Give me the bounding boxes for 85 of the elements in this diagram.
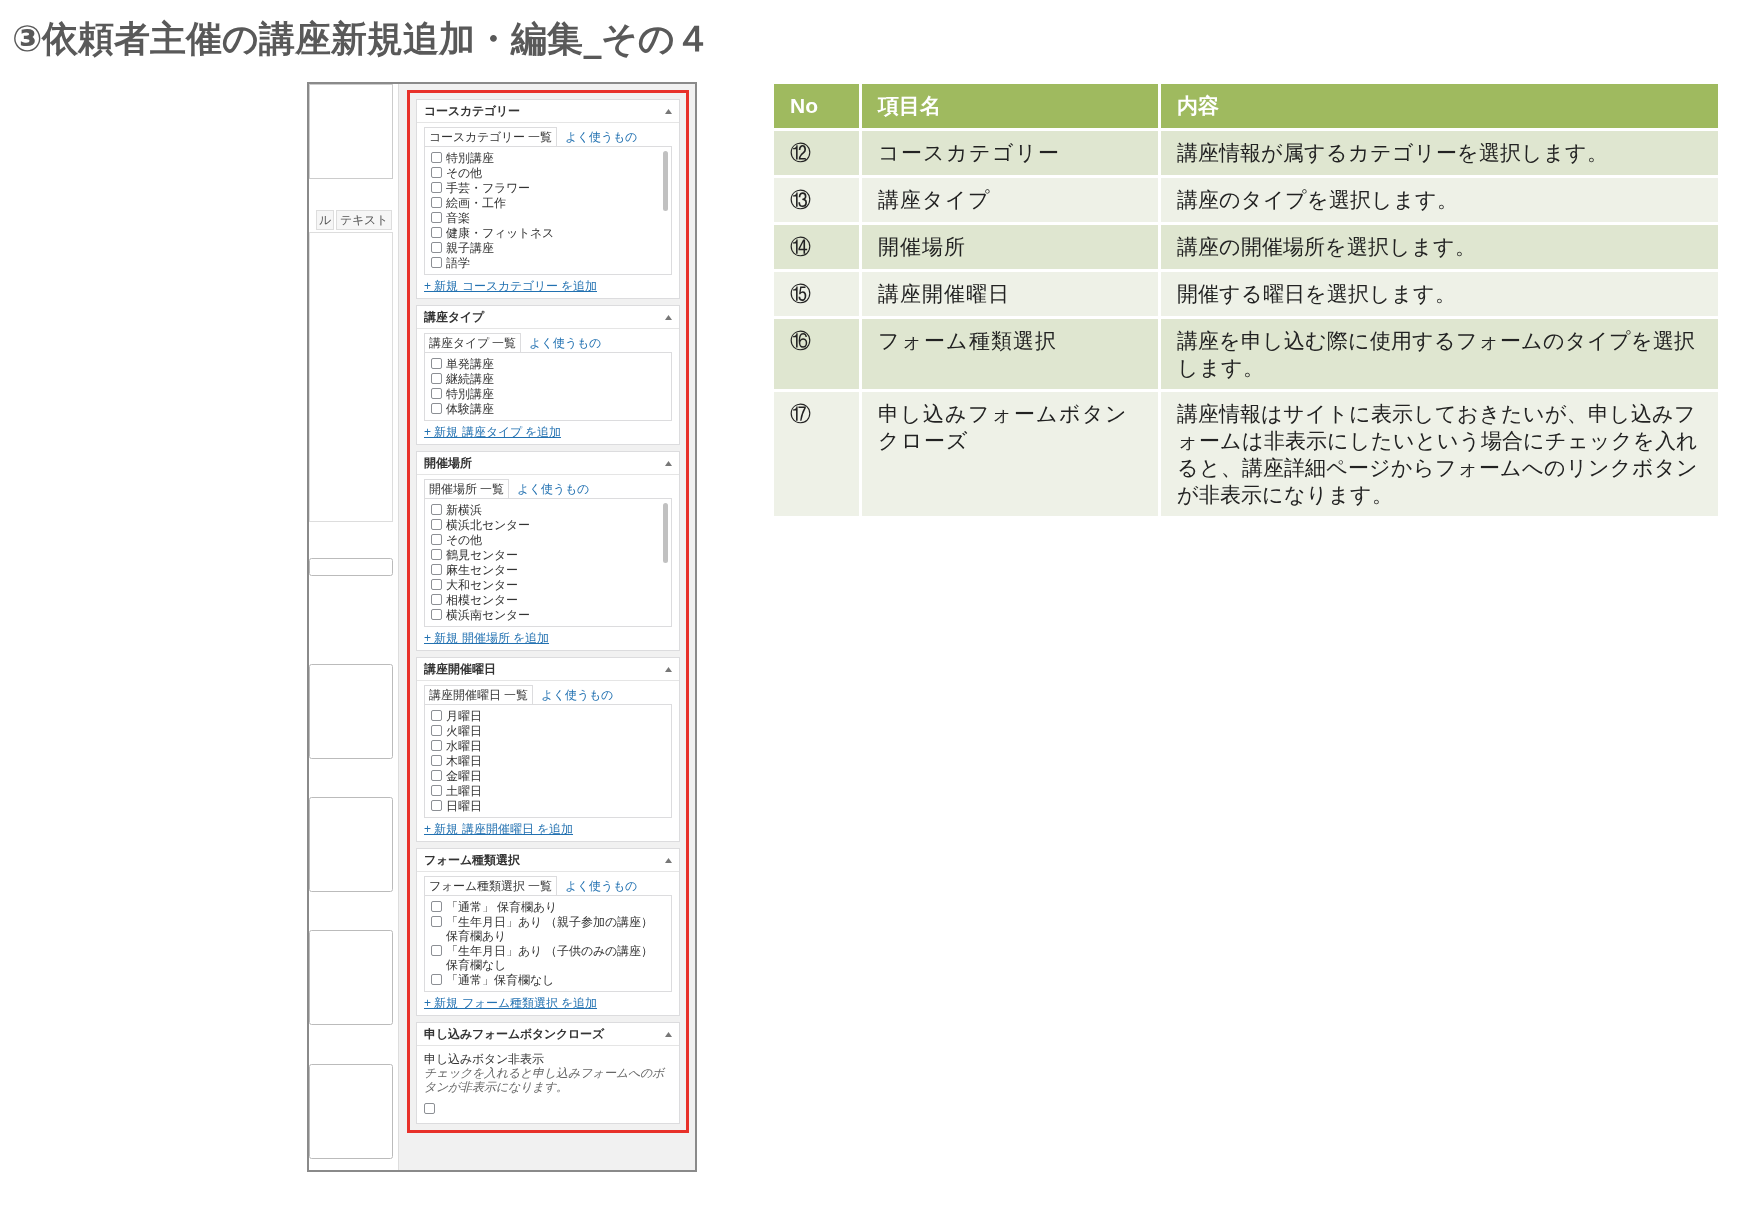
active-tab: 講座開催曜日 一覧 [424, 685, 534, 704]
table-cell: ⑰ [774, 392, 859, 516]
panel-heading: 申し込みフォームボタンクローズ [424, 1027, 604, 1041]
table-cell: ⑮ [774, 272, 859, 316]
meta-box-panel [416, 451, 680, 651]
tab-link: よく使うもの [529, 336, 602, 352]
checkbox-label: 土曜日 [446, 784, 482, 798]
table-cell: 開催場所 [862, 225, 1158, 269]
panel-heading: 開催場所 [424, 456, 472, 470]
checkbox-label: 「生年月日」あり （親子参加の講座）保育欄あり [446, 915, 655, 943]
add-new-link: + 新規 講座開催曜日 を追加 [424, 822, 573, 836]
add-new-link: + 新規 フォーム種類選択 を追加 [424, 996, 597, 1010]
checkbox-label: 体験講座 [446, 402, 494, 416]
checkbox-label: 木曜日 [446, 754, 482, 768]
table-cell: 講座情報はサイトに表示しておきたいが、申し込みフォームは非表示にしたいという場合にチェックを入れると、講座詳細ページからフォームへのリンクボタンが非表示になります。 [1161, 392, 1718, 516]
tab-link: よく使うもの [541, 688, 614, 704]
table-cell: 講座のタイプを選択します。 [1161, 178, 1718, 222]
active-tab: フォーム種類選択 一覧 [424, 876, 558, 895]
highlight-frame [407, 90, 689, 1133]
meta-box-panel [416, 657, 680, 842]
table-cell: 講座タイプ [862, 178, 1158, 222]
add-new-link: + 新規 講座タイプ を追加 [424, 425, 561, 439]
table-cell: ⑫ [774, 131, 859, 175]
checkbox-label: 「通常」保育欄なし [446, 973, 554, 987]
checkbox-label: 親子講座 [446, 241, 494, 255]
table-header-cell: No [774, 84, 859, 128]
tab-link: よく使うもの [517, 482, 590, 498]
checkbox-label: 特別講座 [446, 387, 494, 401]
checkbox-label: 手芸・フラワー [446, 181, 530, 195]
checkbox-label: 日曜日 [446, 799, 482, 813]
checkbox-label: 継続講座 [446, 372, 494, 386]
table-cell: ⑯ [774, 319, 859, 389]
checkbox-label: 横浜南センター [446, 608, 530, 622]
panel-heading: 講座タイプ [424, 310, 484, 324]
checkbox-label: 金曜日 [446, 769, 482, 783]
table-cell: 講座の開催場所を選択します。 [1161, 225, 1718, 269]
checkbox-label: その他 [446, 533, 482, 547]
add-new-link: + 新規 開催場所 を追加 [424, 631, 549, 645]
checkbox-label: 新横浜 [446, 503, 482, 517]
editor-tab: ル [316, 210, 334, 230]
checkbox-label: 大和センター [446, 578, 518, 592]
editor-tab: テキスト [336, 210, 392, 230]
field-label: 申し込みボタン非表示 [424, 1052, 545, 1066]
checkbox-label: 「生年月日」あり （子供のみの講座）保育欄なし [446, 944, 655, 972]
meta-box-panel [416, 99, 680, 299]
table-cell: フォーム種類選択 [862, 319, 1158, 389]
field-description: チェックを入れると申し込みフォームへのボタンが非表示になります。 [424, 1066, 666, 1094]
table-cell: コースカテゴリー [862, 131, 1158, 175]
panel-heading: フォーム種類選択 [424, 853, 520, 867]
checkbox-label: 水曜日 [446, 739, 482, 753]
checkbox-label: 音楽 [446, 211, 470, 225]
checkbox-label: 「通常」 保育欄あり [446, 900, 558, 914]
table-cell: 申し込みフォームボタンクローズ [862, 392, 1158, 516]
table-cell: ⑭ [774, 225, 859, 269]
panel-heading: コースカテゴリー [424, 104, 520, 118]
checkbox-label: その他 [446, 166, 482, 180]
checkbox-label: 単発講座 [446, 357, 494, 371]
checkbox-label: 横浜北センター [446, 518, 530, 532]
checkbox-label: 特別講座 [446, 151, 494, 165]
page-title: ③依頼者主催の講座新規追加・編集_その４ [12, 17, 712, 61]
meta-box-panel [416, 848, 680, 1016]
meta-box-panel [416, 1022, 680, 1124]
meta-box-panel [416, 305, 680, 445]
checkbox-label: 絵画・工作 [446, 196, 506, 210]
table-header-cell: 内容 [1161, 84, 1718, 128]
add-new-link: + 新規 コースカテゴリー を追加 [424, 279, 597, 293]
checkbox-label: 麻生センター [446, 563, 518, 577]
active-tab: 講座タイプ 一覧 [424, 333, 522, 352]
tab-link: よく使うもの [565, 130, 638, 146]
table-cell: 講座情報が属するカテゴリーを選択します。 [1161, 131, 1718, 175]
table-cell: 講座開催曜日 [862, 272, 1158, 316]
panel-heading: 講座開催曜日 [424, 662, 496, 676]
checkbox-label: 月曜日 [446, 709, 482, 723]
table-cell: 講座を申し込む際に使用するフォームのタイプを選択します。 [1161, 319, 1718, 389]
active-tab: コースカテゴリー 一覧 [424, 127, 558, 146]
checkbox-label: 相模センター [446, 593, 518, 607]
checkbox-label: 鶴見センター [446, 548, 518, 562]
tab-link: よく使うもの [565, 879, 638, 895]
table-header-cell: 項目名 [862, 84, 1158, 128]
checkbox-label: 火曜日 [446, 724, 482, 738]
table-cell: ⑬ [774, 178, 859, 222]
active-tab: 開催場所 一覧 [424, 479, 510, 498]
table-cell: 開催する曜日を選択します。 [1161, 272, 1718, 316]
checkbox-label: 語学 [446, 256, 470, 270]
checkbox-label: 健康・フィットネス [446, 226, 554, 240]
